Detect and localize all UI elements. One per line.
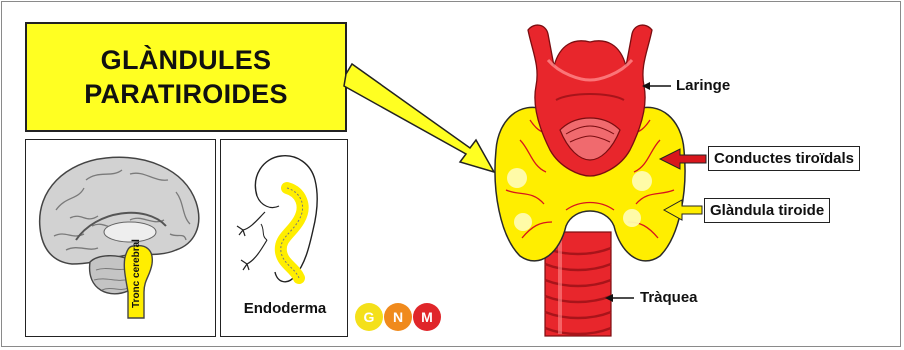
- trachea-label: Tràquea: [640, 289, 698, 306]
- larynx-label: Laringe: [676, 77, 730, 94]
- thyroid-ducts-label: Conductes tiroïdals: [708, 146, 860, 171]
- thyroid-gland-label: Glàndula tiroide: [704, 198, 830, 223]
- pointer-arrow: [344, 64, 494, 172]
